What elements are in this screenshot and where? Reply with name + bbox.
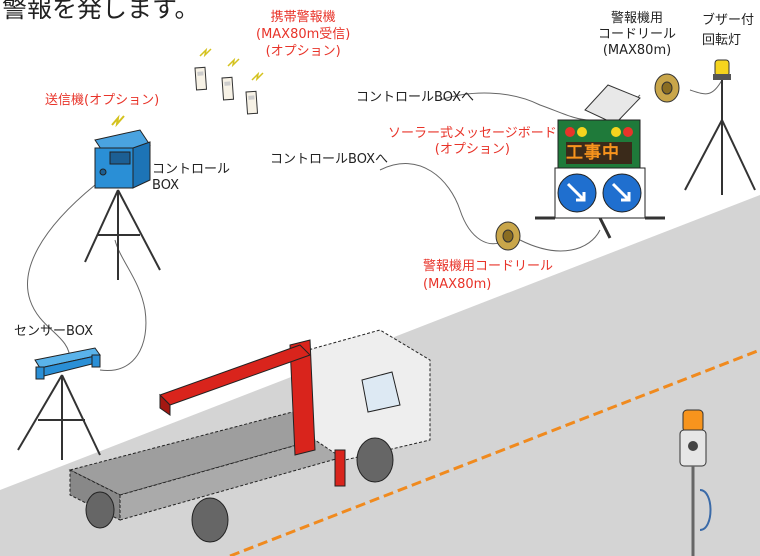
crane-truck (68, 329, 431, 543)
transmitter-signal (111, 114, 125, 128)
board-display-text: 工事中 (566, 143, 620, 163)
upper-cord-reel-label-line-3: (MAX80m) (602, 43, 672, 58)
cord-reel-upper (654, 73, 680, 103)
lower-cord-reel-label-line-1: 警報機用コードリール (423, 259, 554, 274)
solar-board-label-line-2: (オプション) (434, 142, 510, 157)
heading: 警報を発します。 (2, 0, 200, 23)
control-box (94, 129, 151, 189)
buzzer-beacon-tripod (684, 80, 756, 195)
beacon-light (713, 59, 731, 80)
control-box-label-line-2: BOX (152, 178, 179, 193)
upper-cord-reel-label-line-2: コードリール (598, 27, 677, 42)
pager-devices (194, 47, 264, 115)
to-control-box-label-1: コントロールBOXへ (356, 90, 474, 105)
control-box-label-line-1: コントロール (152, 162, 231, 177)
solar-board-label: ソーラー式メッセージボード (オプション) (388, 126, 557, 158)
upper-cord-reel-label: 警報機用 コードリール (MAX80m) (598, 11, 676, 59)
to-control-box-label-2: コントロールBOXへ (270, 152, 388, 167)
cord-reel-lower (495, 221, 521, 251)
transmitter-label: 送信機(オプション) (45, 93, 160, 108)
control-box-tripod (84, 189, 161, 280)
lower-cord-reel-label-line-2: (MAX80m) (423, 277, 492, 292)
buzzer-beacon-label: ブザー付 回転灯 (702, 11, 754, 51)
sensor-box-label: センサーBOX (14, 324, 93, 339)
buzzer-beacon-label-line-1: ブザー付 (702, 13, 755, 28)
pager-label: 携帯警報機 (MAX80m受信) (オプション) (256, 9, 350, 60)
pole-beacon (679, 409, 712, 556)
pager-label-line-1: 携帯警報機 (270, 10, 336, 25)
pager-label-line-2: (MAX80m受信) (256, 27, 351, 42)
control-box-label: コントロール BOX (152, 162, 230, 194)
sensor-box (34, 347, 101, 380)
lower-cord-reel-label: 警報機用コードリール (MAX80m) (423, 258, 553, 294)
road-edge-line (229, 348, 760, 556)
buzzer-beacon-label-line-2: 回転灯 (702, 33, 742, 48)
sensor-box-tripod (17, 374, 101, 460)
upper-cord-reel-label-line-1: 警報機用 (611, 11, 664, 26)
cables (27, 79, 723, 372)
solar-board-label-line-1: ソーラー式メッセージボード (388, 126, 557, 141)
pager-label-line-3: (オプション) (265, 44, 341, 59)
solar-message-board (535, 84, 665, 239)
